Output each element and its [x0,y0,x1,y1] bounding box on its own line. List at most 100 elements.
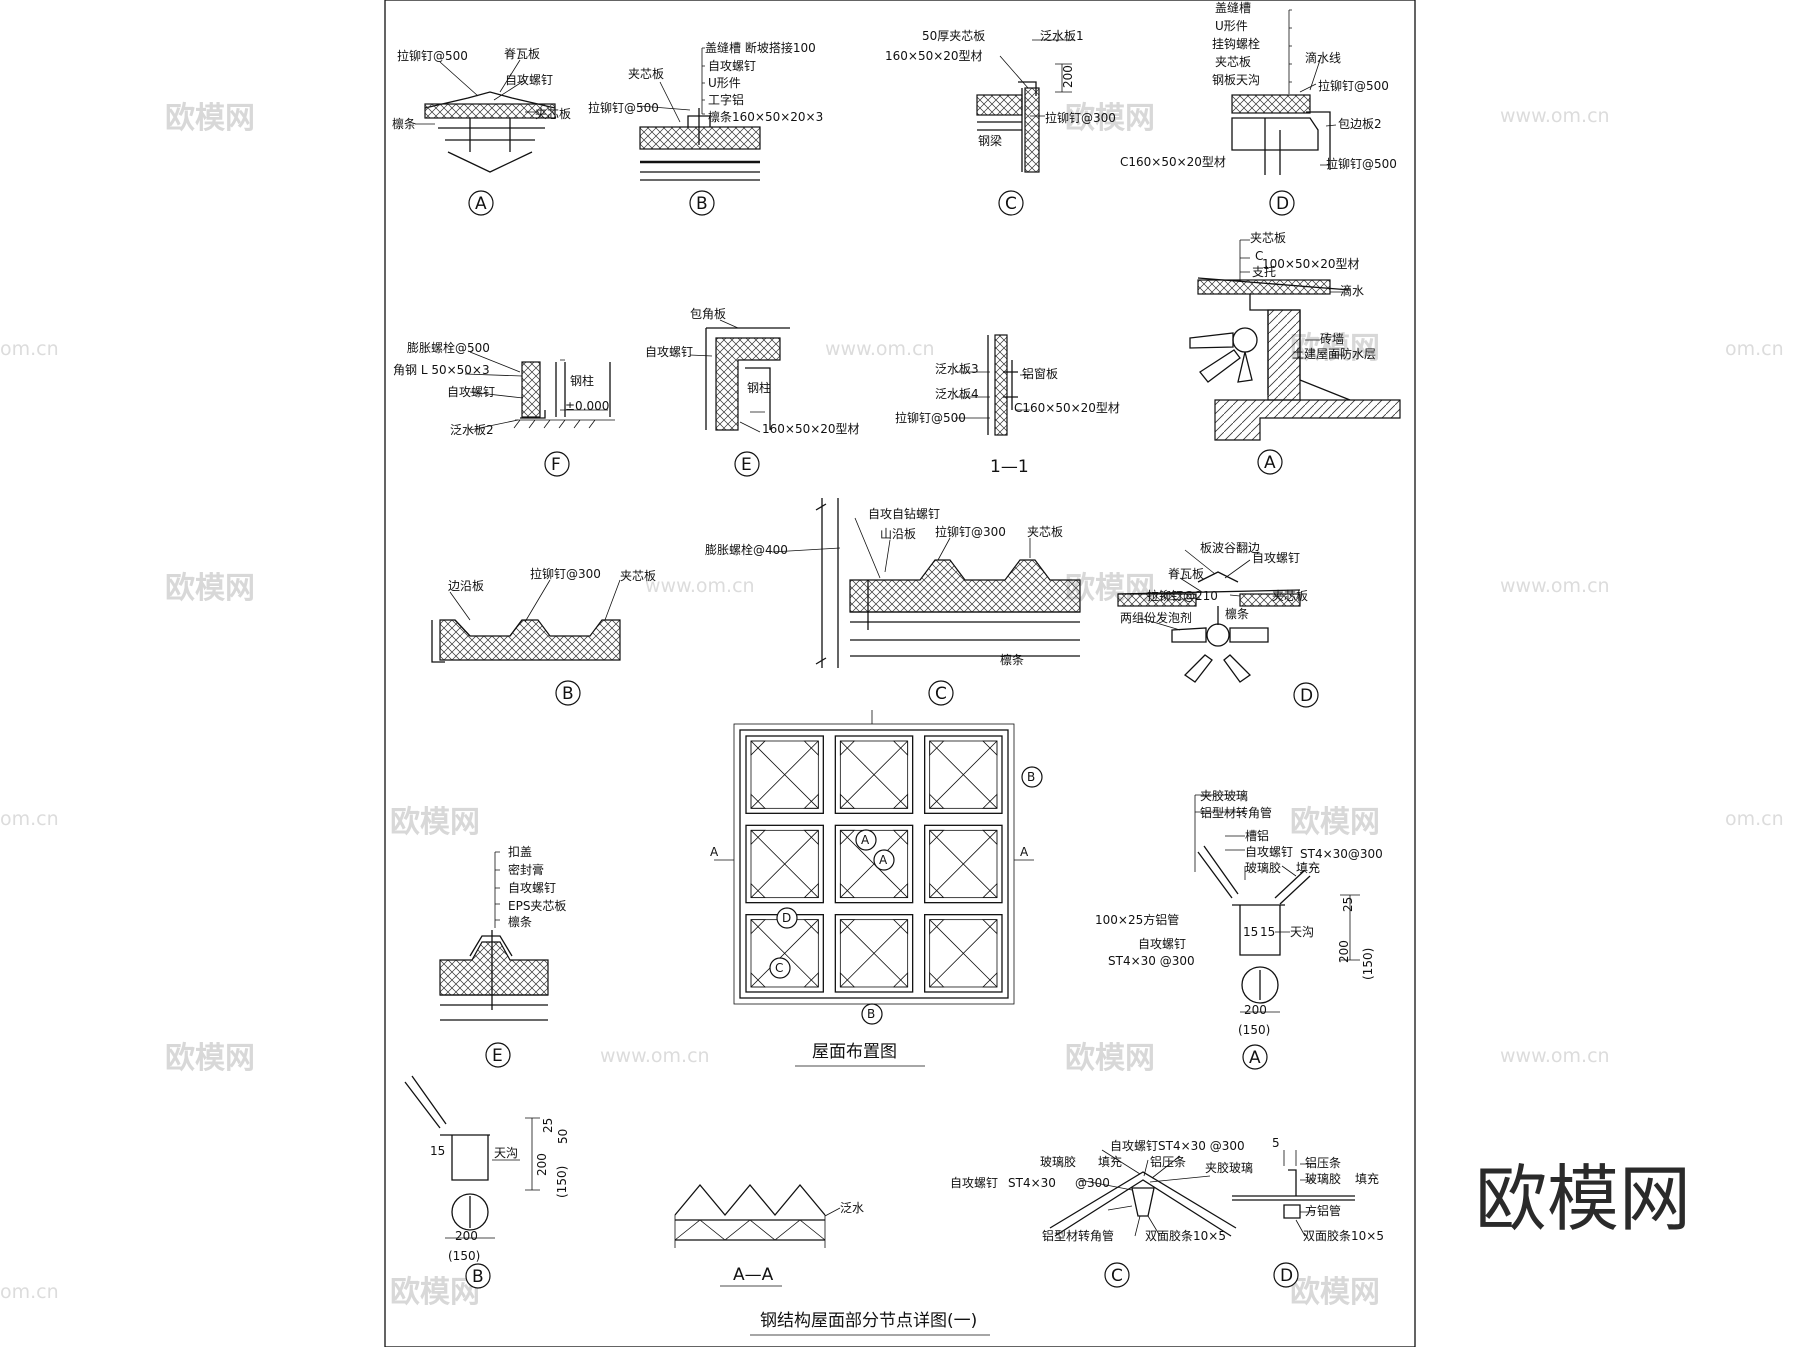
plan-corner-bracket [839,793,856,809]
callout-label: 脊瓦板 [504,47,540,61]
plan-title: 屋面布置图 [812,1042,897,1062]
plan-cell [834,735,914,814]
callout-label: 天沟 [1290,925,1314,939]
plan-corner-bracket [750,740,766,756]
plan-corner-bracket [750,972,766,988]
callout-label: 160×50×20型材 [762,422,860,436]
callout-label: 檩条 [1225,606,1249,621]
callout-label: EPS夹芯板 [508,899,566,913]
callout-label: 自攻螺钉 [950,1176,998,1190]
detail-tag: F [551,455,561,475]
callout-label: ±0.000 [565,399,609,413]
dimension-label: 5 [1272,1136,1280,1150]
detail-tag: D [1280,1266,1293,1286]
plan-corner-bracket [982,740,998,756]
plan-cell-inner [929,829,998,899]
callout-label: 山沿板 [880,527,916,541]
watermark-text: 欧模网 [1065,1041,1155,1076]
dimension-label: 25 [541,1118,555,1133]
detail-r5-B: 15 天沟 25 200 50 (150) 200 (150) B [404,1075,570,1289]
plan-cell-cross [750,740,819,809]
callout-label: 拉铆钉@300 [530,566,601,581]
section-marker: A [1020,845,1029,859]
detail-tag: A [475,194,487,214]
detail-r1-C: 50厚夹芯板 160×50×20型材 泛水板1 200 拉铆钉@300 钢梁 C [885,29,1116,216]
watermark-text: 欧模网 [1290,805,1380,840]
section-marker: D [782,911,791,925]
callout-label: 支托 [1252,265,1276,279]
callout-label: ST4×30 [1008,1176,1056,1190]
plan-corner-bracket [892,793,909,809]
watermark-url: www.om.cn [1500,1045,1610,1067]
callout-label: 自攻螺钉 [645,345,693,359]
callout-label: 泛水 [840,1201,864,1215]
callout-label: 钢柱 [747,380,771,395]
callout-label: 檩条 [392,116,416,131]
callout-label: 双面胶条10×5 [1145,1228,1226,1243]
watermark-text: 欧模网 [390,1275,480,1310]
dimension-label: (150) [555,1166,569,1198]
callout-label: 角钢 L 50×50×3 [393,363,490,377]
dimension-label: 200 [1244,1003,1267,1017]
plan-corner-bracket [803,793,819,809]
callout-label: 拉铆钉@500 [397,48,468,63]
callout-label: 自攻螺钉ST4×30 @300 [1110,1139,1245,1153]
callout-label: 自攻螺钉 [1245,845,1293,859]
plan-cell [745,824,824,904]
callout-label: 夹芯板 [1250,231,1286,245]
plan-cell-inner [750,740,819,809]
plan-corner-bracket [982,919,998,935]
watermarks: 欧模网 欧模网 www.om.cn om.cn www.om.cn 欧模网 om… [0,101,1784,1310]
callout-label: 扣盖 [508,845,532,859]
detail-r4-A: 夹胶玻璃 铝型材转角管 槽铝 自攻螺钉 玻璃胶 填充 ST4×30@300 10… [1095,788,1383,1070]
watermark-url: om.cn [1725,338,1784,360]
callout-label: 泛水板1 [1040,29,1084,43]
callout-label: 夹芯板 [1272,589,1308,603]
detail-r3-C: 自攻自钻螺钉 山沿板 拉铆钉@300 夹芯板 膨胀螺栓@400 檩条 C [705,498,1081,706]
callout-label: 自攻螺钉 [1138,937,1186,951]
watermark-text: 欧模网 [165,101,255,136]
callout-label: 拉铆钉@210 [1147,588,1218,603]
callout-label: 自攻螺钉 [508,881,556,895]
detail-tag: E [492,1046,503,1066]
plan-corner-bracket [803,829,819,846]
watermark-text: 欧模网 [1290,1275,1380,1310]
detail-tag: A [1264,453,1276,473]
plan-cell-cross [929,919,998,988]
callout-label: 100×25方铝管 [1095,912,1179,927]
plan-corner-bracket [839,740,856,756]
callout-label: 滴水 [1340,283,1364,298]
callout-label: 拉铆钉@500 [895,410,966,425]
watermark-url: om.cn [1725,808,1784,830]
dimension-label: 200 [455,1229,478,1243]
plan-corner-bracket [750,919,766,935]
detail-r2-E: 包角板 自攻螺钉 钢柱 160×50×20型材 E [645,307,860,477]
plan-cell-cross [929,740,998,809]
callout-label: 泛水板3 [935,362,979,376]
plan-corner-bracket [929,829,945,846]
callout-label: 方铝管 [1305,1203,1341,1218]
detail-r5-section-A-A: 泛水 A—A [674,1183,864,1287]
callout-label: 铝压条 [1305,1155,1341,1170]
watermark-text: 欧模网 [390,805,480,840]
plan-cell-cross [750,830,819,898]
plan-cell-cross [840,919,908,988]
detail-tag: D [1276,194,1289,214]
brand-logo-text: 欧模网 [1475,1157,1691,1241]
watermark-url: www.om.cn [600,1045,710,1067]
dimension-label: 15 [1243,925,1258,939]
detail-r3-D: 板波谷翻边 脊瓦板 自攻螺钉 拉铆钉@210 夹芯板 两组份发泡剂 檩条 D [1117,541,1319,708]
plan-cell-cross [840,830,908,898]
plan-corner-bracket [982,972,998,988]
callout-label: 密封膏 [508,862,544,877]
plan-corner-bracket [892,882,909,899]
plan-corner-bracket [892,740,909,756]
detail-tag: A [1249,1048,1261,1068]
dimension-label: (150) [1238,1023,1270,1037]
callout-label: 填充 [1355,1171,1379,1186]
watermark-url: www.om.cn [1500,575,1610,597]
callout-label: 填充 [1098,1154,1122,1169]
detail-tag: D [1300,686,1313,706]
watermark-url: www.om.cn [645,575,755,597]
